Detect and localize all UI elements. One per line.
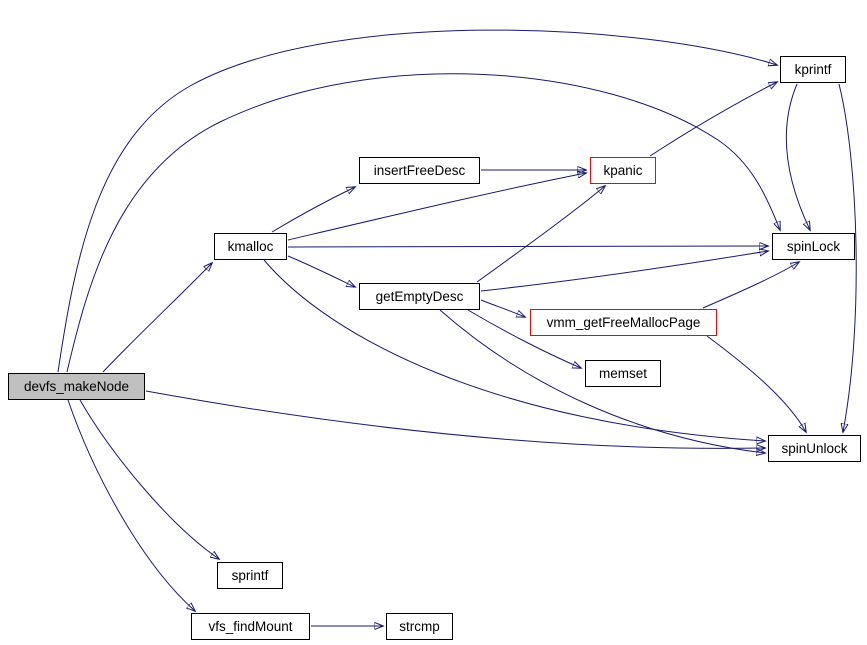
node-insertFreeDesc-label: insertFreeDesc [373, 162, 466, 178]
edge-devfs_makeNode-spinUnlock [145, 390, 765, 448]
node-sprintf-label: sprintf [231, 567, 269, 583]
node-devfs_makeNode-label: devfs_makeNode [23, 378, 130, 394]
node-kpanic[interactable]: kpanic [590, 157, 656, 184]
node-spinUnlock[interactable]: spinUnlock [768, 435, 861, 462]
edge-kmalloc-spinUnlock [263, 259, 765, 441]
node-kmalloc[interactable]: kmalloc [214, 233, 287, 260]
edge-devfs_makeNode-kmalloc [102, 263, 212, 373]
edge-devfs_makeNode-kprintf [57, 29, 777, 373]
node-kprintf[interactable]: kprintf [780, 56, 846, 83]
edge-getEmptyDesc-vmm_getFreeMallocPage [480, 299, 525, 317]
edge-vmm_getFreeMallocPage-spinLock [702, 262, 799, 309]
node-memset-label: memset [598, 365, 647, 381]
node-vmm_getFreeMallocPage[interactable]: vmm_getFreeMallocPage [530, 309, 717, 336]
node-getEmptyDesc-label: getEmptyDesc [375, 288, 464, 304]
node-devfs_makeNode: devfs_makeNode [8, 373, 145, 400]
node-spinUnlock-label: spinUnlock [781, 440, 848, 456]
edge-devfs_makeNode-spinLock [66, 73, 780, 373]
edge-getEmptyDesc-memset [467, 309, 581, 368]
edge-getEmptyDesc-kpanic [476, 186, 605, 283]
node-spinLock[interactable]: spinLock [772, 233, 855, 260]
node-kpanic-label: kpanic [603, 162, 643, 178]
node-vfs_findMount[interactable]: vfs_findMount [191, 613, 310, 640]
edge-kmalloc-getEmptyDesc [287, 255, 355, 287]
edge-kprintf-spinLock [785, 83, 810, 230]
node-sprintf[interactable]: sprintf [217, 562, 283, 589]
node-insertFreeDesc[interactable]: insertFreeDesc [359, 157, 480, 184]
node-vmm_getFreeMallocPage-label: vmm_getFreeMallocPage [546, 314, 701, 330]
edge-kpanic-kprintf [649, 82, 777, 157]
edge-kprintf-spinUnlock [838, 83, 857, 432]
edge-devfs_makeNode-sprintf [79, 399, 219, 559]
node-memset[interactable]: memset [585, 360, 661, 387]
edge-kmalloc-kpanic [287, 173, 586, 241]
node-spinLock-label: spinLock [786, 238, 841, 254]
node-strcmp-label: strcmp [399, 618, 440, 634]
node-kmalloc-label: kmalloc [227, 238, 274, 254]
edge-kmalloc-insertFreeDesc [271, 187, 355, 233]
node-vfs_findMount-label: vfs_findMount [208, 618, 293, 634]
node-strcmp[interactable]: strcmp [386, 613, 453, 640]
node-getEmptyDesc[interactable]: getEmptyDesc [359, 283, 480, 310]
node-kprintf-label: kprintf [794, 61, 832, 77]
edge-getEmptyDesc-spinLock [480, 251, 768, 292]
edge-vmm_getFreeMallocPage-spinUnlock [706, 335, 806, 432]
edge-kmalloc-spinLock [287, 246, 768, 247]
edge-devfs_makeNode-vfs_findMount [67, 399, 195, 611]
edge-getEmptyDesc-spinUnlock [439, 309, 765, 453]
